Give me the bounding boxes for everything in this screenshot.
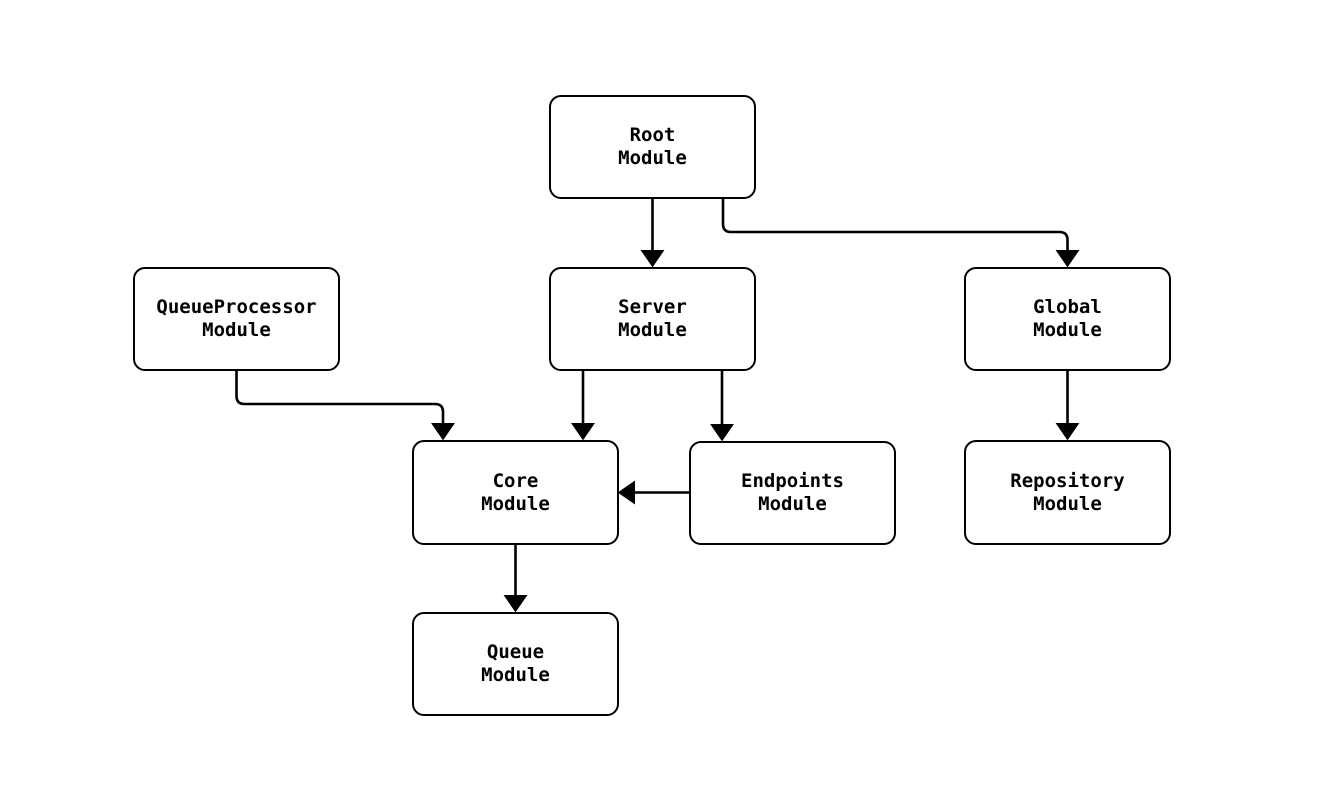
edge-core-to-queue [503, 545, 528, 613]
edge-root-to-server-arrowhead-icon [640, 250, 665, 268]
edge-server-to-core-arrowhead-icon [571, 423, 595, 441]
node-queue-module: Queue Module [412, 612, 619, 716]
edge-endpoints-to-core-arrowhead-icon [617, 480, 635, 505]
node-label-line: Endpoints [741, 470, 844, 492]
edge-root-to-server [640, 199, 665, 268]
node-label-line: Module [481, 664, 550, 686]
edge-server-to-endpoints-arrowhead-icon [710, 424, 734, 442]
edge-queueprocessor-to-core [235, 371, 455, 441]
node-root-module: Root Module [549, 95, 756, 199]
node-repository-module: Repository Module [964, 440, 1171, 545]
node-label-line: Module [618, 147, 687, 169]
node-queueprocessor-module: QueueProcessor Module [133, 267, 340, 371]
node-label-line: Module [1033, 492, 1102, 515]
edge-server-to-endpoints [710, 371, 734, 442]
node-label-line: Root [629, 124, 676, 146]
edge-core-to-queue-arrowhead-icon [503, 595, 528, 613]
node-label-line: Module [202, 319, 271, 341]
edge-root-to-global [721, 199, 1080, 268]
node-label-line: Server [618, 296, 687, 318]
node-label-line: Global [1033, 296, 1102, 318]
node-label-line: Core [492, 469, 539, 492]
node-core-module: Core Module [412, 440, 619, 545]
node-endpoints-module: Endpoints Module [689, 441, 896, 545]
node-label-line: QueueProcessor [156, 296, 317, 318]
node-label-line: Module [618, 319, 687, 341]
edge-global-to-repository [1055, 371, 1080, 441]
edge-endpoints-to-core [617, 480, 689, 505]
edge-queueprocessor-to-core-arrowhead-icon [431, 423, 455, 441]
edge-server-to-core [571, 371, 595, 441]
edge-root-to-global-arrowhead-icon [1055, 250, 1080, 268]
edge-queueprocessor-to-core-line [235, 371, 445, 425]
node-server-module: Server Module [549, 267, 756, 371]
edge-root-to-global-line [721, 199, 1069, 252]
node-label-line: Module [758, 493, 827, 515]
node-global-module: Global Module [964, 267, 1171, 371]
node-label-line: Queue [486, 641, 545, 663]
node-label-line: Module [481, 492, 550, 515]
edge-global-to-repository-arrowhead-icon [1055, 423, 1080, 441]
node-label-line: Module [1033, 319, 1102, 341]
node-label-line: Repository [1010, 469, 1125, 492]
